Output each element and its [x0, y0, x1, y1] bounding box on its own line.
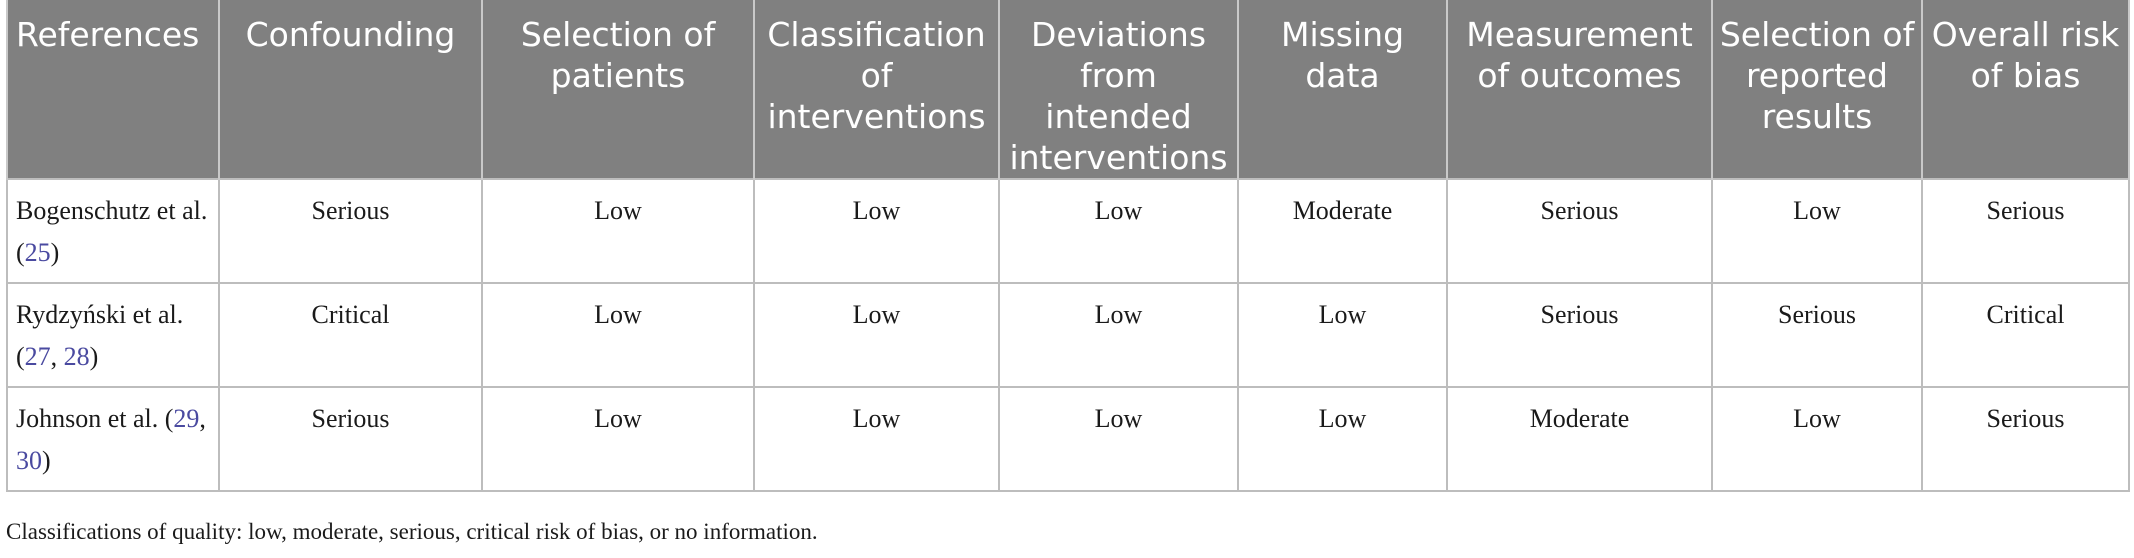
reference-close: ) — [89, 342, 99, 371]
table-cell: Serious — [218, 178, 483, 284]
table-cell: Serious — [1446, 282, 1713, 388]
table-cell: Serious — [1446, 178, 1713, 284]
table-row: Bogenschutz et al. (25) Serious Low Low … — [6, 178, 2130, 284]
table-cell: Low — [753, 386, 1000, 492]
table-cell: Low — [1711, 178, 1923, 284]
reference-text: Rydzyński et al. ( — [16, 300, 184, 371]
table-cell: Moderate — [1446, 386, 1713, 492]
reference-cell: Bogenschutz et al. (25) — [6, 178, 220, 284]
table-cell: Serious — [1921, 178, 2130, 284]
table-row: Johnson et al. (29, 30) Serious Low Low … — [6, 386, 2130, 492]
table-cell: Low — [1237, 386, 1448, 492]
reference-text: Johnson et al. ( — [16, 404, 174, 433]
table-footnote: Classifications of quality: low, moderat… — [6, 519, 818, 544]
risk-of-bias-table: References Confounding Selection of pati… — [6, 0, 2130, 492]
table-row: Rydzyński et al. (27, 28) Critical Low L… — [6, 282, 2130, 388]
citation-link[interactable]: 28 — [63, 342, 90, 371]
table-cell: Low — [998, 178, 1239, 284]
risk-of-bias-table-container: References Confounding Selection of pati… — [6, 0, 2130, 492]
header-classification-of-interventions: Classification of interventions — [753, 0, 1000, 179]
header-row: References Confounding Selection of pati… — [6, 0, 2130, 179]
table-cell: Serious — [218, 386, 483, 492]
table-cell: Low — [753, 282, 1000, 388]
table-cell: Low — [998, 386, 1239, 492]
table-cell: Serious — [1921, 386, 2130, 492]
reference-close: ) — [50, 238, 60, 267]
header-references: References — [6, 0, 220, 179]
table-cell: Low — [753, 178, 1000, 284]
table-cell: Moderate — [1237, 178, 1448, 284]
table-cell: Low — [481, 282, 755, 388]
table-cell: Low — [1237, 282, 1448, 388]
header-selection-of-reported-results: Selection of reported results — [1711, 0, 1923, 179]
header-confounding: Confounding — [218, 0, 483, 179]
table-cell: Critical — [218, 282, 483, 388]
table-cell: Low — [481, 386, 755, 492]
header-deviations-from-intended-interventions: Deviations from intended interventions — [998, 0, 1239, 179]
citation-link[interactable]: 30 — [16, 446, 42, 475]
header-overall-risk-of-bias: Overall risk of bias — [1921, 0, 2130, 179]
citation-link[interactable]: 27 — [24, 342, 51, 371]
table-cell: Low — [998, 282, 1239, 388]
table-cell: Low — [481, 178, 755, 284]
citation-link[interactable]: 29 — [173, 404, 200, 433]
reference-close: ) — [42, 446, 51, 475]
citation-link[interactable]: 25 — [24, 238, 51, 267]
header-selection-of-patients: Selection of patients — [481, 0, 755, 179]
table-cell: Critical — [1921, 282, 2130, 388]
reference-cell: Johnson et al. (29, 30) — [6, 386, 220, 492]
header-missing-data: Missing data — [1237, 0, 1448, 179]
reference-text: Bogenschutz et al. ( — [16, 196, 208, 267]
header-measurement-of-outcomes: Measurement of outcomes — [1446, 0, 1713, 179]
table-cell: Serious — [1711, 282, 1923, 388]
table-cell: Low — [1711, 386, 1923, 492]
reference-cell: Rydzyński et al. (27, 28) — [6, 282, 220, 388]
